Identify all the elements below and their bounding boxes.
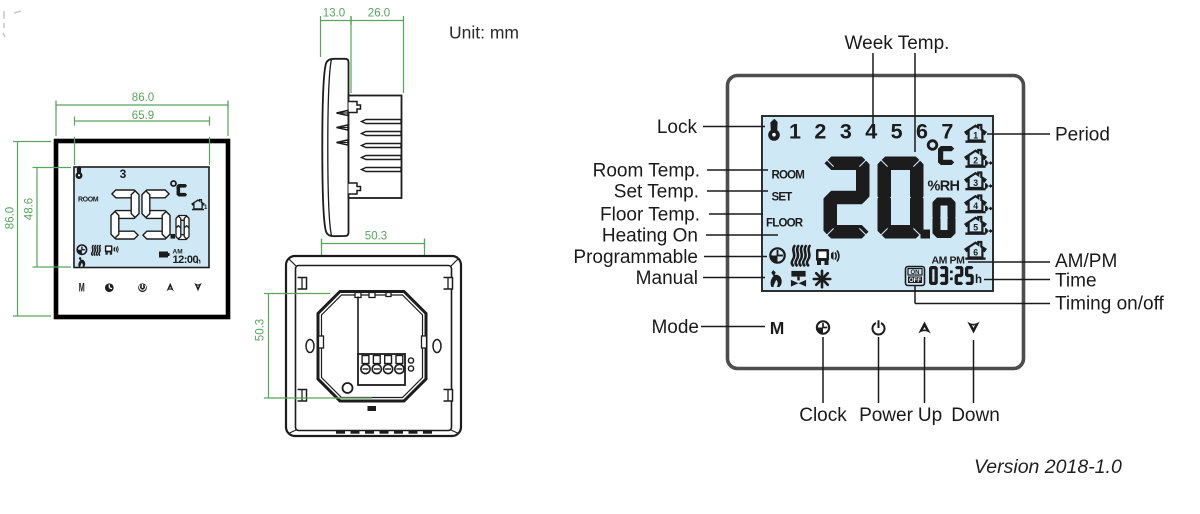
svg-text:%RH: %RH <box>928 179 960 195</box>
svg-text:3: 3 <box>973 178 978 188</box>
svg-text:Lock: Lock <box>657 117 698 138</box>
svg-text:Set Temp.: Set Temp. <box>614 182 699 203</box>
svg-text:50.3: 50.3 <box>255 319 267 341</box>
svg-text:AM PM: AM PM <box>932 255 966 267</box>
svg-text:Clock: Clock <box>799 405 847 426</box>
svg-text:Period: Period <box>1055 125 1110 146</box>
svg-text:Programmable: Programmable <box>573 247 698 268</box>
svg-text:5: 5 <box>891 120 903 144</box>
svg-text:OFF: OFF <box>909 278 921 284</box>
svg-text:1: 1 <box>789 120 801 144</box>
svg-text:2: 2 <box>973 155 978 165</box>
svg-text:3: 3 <box>840 120 852 144</box>
svg-text:AM: AM <box>173 249 183 256</box>
svg-text:86.0: 86.0 <box>5 207 17 229</box>
svg-text:M: M <box>79 282 85 294</box>
svg-text:Up: Up <box>918 405 942 426</box>
svg-text:6: 6 <box>916 120 928 144</box>
svg-text:4: 4 <box>973 201 978 211</box>
svg-text:ROOM: ROOM <box>772 170 805 182</box>
svg-text:ON: ON <box>911 270 920 276</box>
svg-text:6: 6 <box>973 247 978 257</box>
svg-text:26.0: 26.0 <box>368 8 390 20</box>
svg-text:1: 1 <box>973 130 978 140</box>
svg-text:Version 2018-1.0: Version 2018-1.0 <box>974 456 1122 478</box>
svg-text:h: h <box>975 274 982 286</box>
svg-text:ROOM: ROOM <box>78 197 99 204</box>
svg-text:SET: SET <box>772 192 793 204</box>
svg-text:Down: Down <box>951 405 1000 426</box>
svg-text:Week Temp.: Week Temp. <box>845 33 950 54</box>
svg-text:Power: Power <box>859 405 914 426</box>
svg-text:Timing on/off: Timing on/off <box>1055 294 1164 315</box>
svg-text:48.6: 48.6 <box>24 198 36 220</box>
svg-text:4: 4 <box>865 120 877 144</box>
svg-text:Floor Temp.: Floor Temp. <box>600 205 700 226</box>
svg-text:Heating On: Heating On <box>602 226 698 247</box>
svg-text:1: 1 <box>204 205 208 211</box>
svg-text:AM/PM: AM/PM <box>1055 251 1117 272</box>
svg-text:h: h <box>197 259 201 266</box>
svg-text:M: M <box>770 318 785 338</box>
svg-text:3: 3 <box>120 167 127 181</box>
svg-text:65.9: 65.9 <box>132 110 154 122</box>
svg-text:86.0: 86.0 <box>132 92 154 104</box>
svg-text:2: 2 <box>814 120 826 144</box>
svg-text:7: 7 <box>941 120 953 144</box>
svg-text:Time: Time <box>1055 271 1097 292</box>
svg-text:Mode: Mode <box>651 317 699 338</box>
svg-text:FLOOR: FLOOR <box>766 218 804 230</box>
svg-text:Unit: mm: Unit: mm <box>449 23 519 43</box>
svg-text:50.3: 50.3 <box>365 231 387 243</box>
svg-text:12:00: 12:00 <box>173 254 199 266</box>
svg-text:Manual: Manual <box>636 268 698 289</box>
svg-text:13.0: 13.0 <box>323 8 345 20</box>
svg-text:5: 5 <box>973 222 978 232</box>
svg-text:Room Temp.: Room Temp. <box>593 161 700 182</box>
